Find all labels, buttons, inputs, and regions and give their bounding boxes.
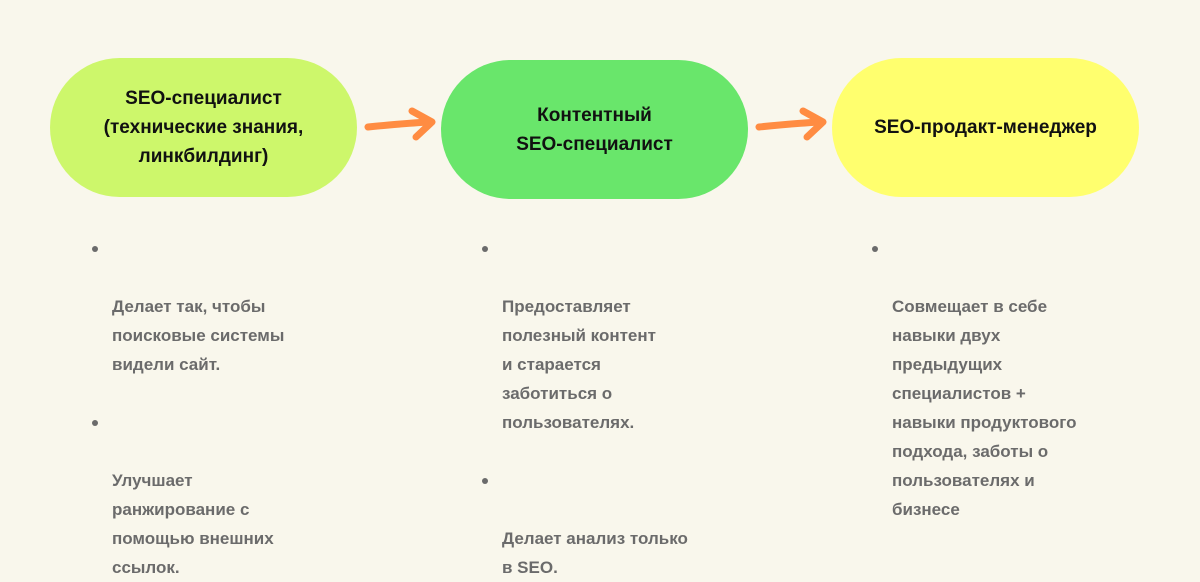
bullet-icon xyxy=(482,478,488,484)
bullet-icon xyxy=(482,246,488,252)
stage-description-list: Предоставляет полезный контент и старает… xyxy=(478,234,728,582)
bullet-icon xyxy=(872,246,878,252)
bullet-icon xyxy=(92,246,98,252)
bullet-text: Совмещает в себе навыки двух предыдущих … xyxy=(892,297,1077,519)
stage-pill-seo-specialist: SEO-специалист (технические знания, линк… xyxy=(50,58,357,197)
bullet-text: Делает анализ только в SEO. xyxy=(502,529,688,577)
stage-description-list: Делает так, чтобы поисковые системы виде… xyxy=(88,234,328,582)
stage-pill-seo-product-manager: SEO-продакт-менеджер xyxy=(832,58,1139,197)
stage-title: SEO-специалист (технические знания, линк… xyxy=(103,88,304,167)
bullet-text: Предоставляет полезный контент и старает… xyxy=(502,297,656,432)
list-item: Предоставляет полезный контент и старает… xyxy=(478,234,728,437)
list-item: Делает так, чтобы поисковые системы виде… xyxy=(88,234,328,379)
bullet-text: Улучшает ранжирование с помощью внешних … xyxy=(112,471,274,577)
stage-description-list: Совмещает в себе навыки двух предыдущих … xyxy=(868,234,1128,524)
arrow-right-icon xyxy=(364,107,436,141)
stage-title: SEO-продакт-менеджер xyxy=(874,117,1097,138)
arrow-right-icon xyxy=(755,107,827,141)
bullet-text: Делает так, чтобы поисковые системы виде… xyxy=(112,297,285,374)
bullet-icon xyxy=(92,420,98,426)
list-item: Совмещает в себе навыки двух предыдущих … xyxy=(868,234,1128,524)
stage-pill-content-seo-specialist: Контентный SEO-специалист xyxy=(441,60,748,199)
list-item: Улучшает ранжирование с помощью внешних … xyxy=(88,408,328,582)
stage-title: Контентный SEO-специалист xyxy=(516,104,673,155)
list-item: Делает анализ только в SEO. xyxy=(478,466,728,582)
